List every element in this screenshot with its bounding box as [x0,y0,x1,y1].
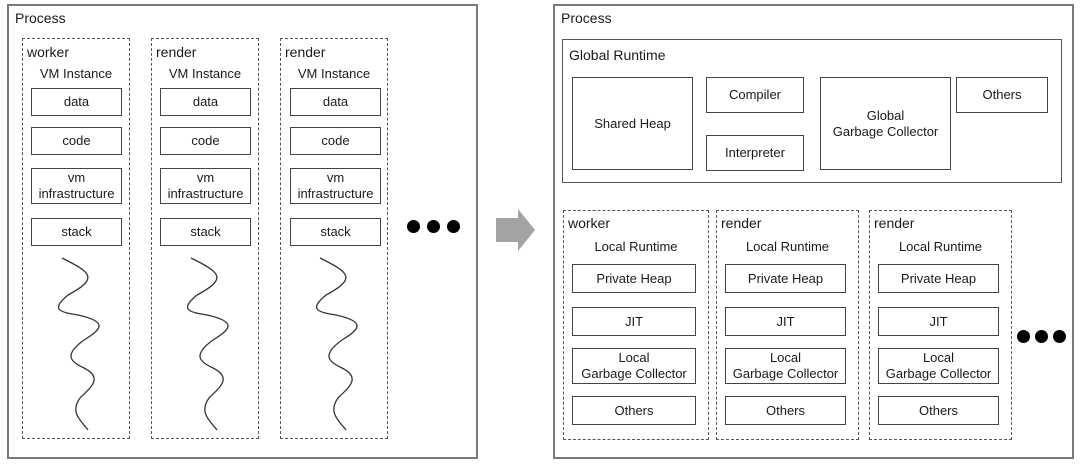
local-runtime-label: Local Runtime [594,239,678,254]
data-box: data [290,88,381,116]
ellipsis-dot-icon [1017,330,1030,343]
vm-instance-label: VM Instance [39,66,113,81]
local-others-box: Others [725,396,846,425]
vm-instance-label: VM Instance [297,66,371,81]
arrow-shape [496,209,535,251]
shared-heap-box: Shared Heap [572,77,693,170]
runtime-type-label: render [874,215,915,231]
local-others-box: Others [878,396,999,425]
vm-instance-render [280,38,388,439]
local-runtime-label: Local Runtime [745,239,830,254]
global-runtime: Global Runtime [562,39,1062,183]
thread-path [315,257,358,431]
jit-box: JIT [725,307,846,336]
stack-box: stack [290,218,381,246]
thread-squiggle-icon [315,257,358,431]
ellipsis-dot-icon [447,220,460,233]
code-box: code [160,127,251,155]
instance-type-label: render [285,44,326,60]
instance-type-label: render [156,44,197,60]
interpreter-box: Interpreter [706,135,804,171]
transition-arrow-icon [496,209,535,251]
thread-squiggle-icon [57,257,100,431]
vm-infrastructure-box: vm infrastructure [290,168,381,204]
vm-instance-worker [22,38,130,439]
global-runtime-title: Global Runtime [569,47,666,63]
private-heap-box: Private Heap [878,264,999,293]
thread-path [57,257,100,431]
local-runtime-worker [563,210,709,440]
global-gc-box: Global Garbage Collector [820,77,951,170]
ellipsis-dot-icon [1053,330,1066,343]
vm-infrastructure-box: vm infrastructure [160,168,251,204]
thread-squiggle-icon [186,257,229,431]
instance-type-label: worker [27,44,70,60]
vm-infrastructure-box: vm infrastructure [31,168,122,204]
vm-instance-label: VM Instance [168,66,242,81]
right-process-title: Process [561,10,612,26]
data-box: data [160,88,251,116]
stack-box: stack [31,218,122,246]
thread-path [186,257,229,431]
ellipsis-dot-icon [1035,330,1048,343]
local-runtime-render [716,210,859,440]
code-box: code [31,127,122,155]
jit-box: JIT [878,307,999,336]
local-gc-box: Local Garbage Collector [725,348,846,384]
vm-instance-render [151,38,259,439]
ellipsis-dot-icon [427,220,440,233]
local-gc-box: Local Garbage Collector [572,348,696,384]
compiler-box: Compiler [706,77,804,113]
runtime-type-label: render [721,215,762,231]
local-gc-box: Local Garbage Collector [878,348,999,384]
private-heap-box: Private Heap [572,264,696,293]
local-runtime-render [869,210,1012,440]
private-heap-box: Private Heap [725,264,846,293]
jit-box: JIT [572,307,696,336]
local-others-box: Others [572,396,696,425]
ellipsis-dot-icon [407,220,420,233]
runtime-type-label: worker [568,215,611,231]
stack-box: stack [160,218,251,246]
global-others-box: Others [956,77,1048,113]
data-box: data [31,88,122,116]
local-runtime-label: Local Runtime [898,239,983,254]
code-box: code [290,127,381,155]
left-process-title: Process [15,10,66,26]
